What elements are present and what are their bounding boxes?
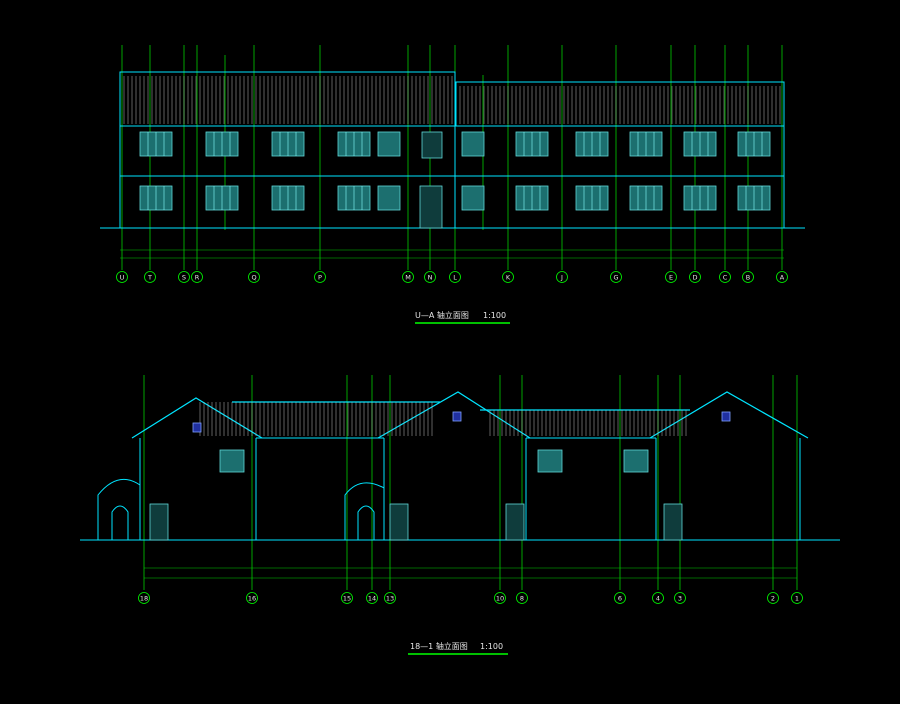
elev1-axis-label-L: L <box>453 274 457 282</box>
elev2-windows <box>219 449 649 473</box>
elev1-bubble-E <box>665 271 677 283</box>
elev1-dimension-line <box>120 249 784 259</box>
elev2-bubble-8 <box>516 592 528 604</box>
elev1-axis-label-D: D <box>692 274 697 282</box>
elev2-axis-label-2: 2 <box>771 595 775 603</box>
elev1-bubble-U <box>116 271 128 283</box>
elev1-axis-label-K: K <box>506 274 511 282</box>
elev2-bubble-15 <box>341 592 353 604</box>
elev1-axis-label-R: R <box>195 274 200 282</box>
elev1-bubble-K <box>502 271 514 283</box>
elev2-axis-label-16: 16 <box>248 595 256 603</box>
elev1-bubble-R <box>191 271 203 283</box>
elev1-bubble-B <box>742 271 754 283</box>
elev2-bubble-16 <box>246 592 258 604</box>
elev1-bubble-A <box>776 271 788 283</box>
elev2-axis-label-18: 18 <box>140 595 148 603</box>
elev1-roof <box>119 71 785 127</box>
elev2-doors <box>149 503 683 541</box>
elev2-axis-label-10: 10 <box>496 595 504 603</box>
elevation-1: U T S R Q P M N L K J G E D C B A U—A 轴立面图 1:100 <box>100 45 805 324</box>
elev2-bubble-1 <box>791 592 803 604</box>
elev2-axis-label-15: 15 <box>343 595 351 603</box>
elev2-bubble-10 <box>494 592 506 604</box>
elev2-dimension-line <box>144 567 797 579</box>
elev2-roof-outline <box>131 391 809 439</box>
elev2-axis-label-13: 13 <box>386 595 394 603</box>
elev1-bubble-G <box>610 271 622 283</box>
elev1-bubble-M <box>402 271 414 283</box>
elev1-axis-label-C: C <box>723 274 728 282</box>
elev2-gable-vents <box>192 411 731 433</box>
elev1-title: U—A 轴立面图 <box>415 310 469 320</box>
elev2-bubble-6 <box>614 592 626 604</box>
elev2-roof-tiles <box>199 402 687 436</box>
elev2-title: 18—1 轴立面图 <box>410 641 468 651</box>
elevation-2: 18 16 15 14 13 10 8 6 4 3 2 1 18—1 轴立面图 1:100 <box>80 375 840 655</box>
elev1-bubble-D <box>689 271 701 283</box>
elev2-bubble-13 <box>384 592 396 604</box>
elev2-bubble-3 <box>674 592 686 604</box>
elev2-axis-label-14: 14 <box>368 595 376 603</box>
elev1-axis-label-E: E <box>669 274 673 282</box>
elev1-axis-label-Q: Q <box>251 274 256 282</box>
elev1-bubble-L <box>449 271 461 283</box>
elev1-bubble-Q <box>248 271 260 283</box>
elev1-axis-label-G: G <box>613 274 618 282</box>
elev2-grid-lines <box>143 375 798 590</box>
elev1-bubble-N <box>424 271 436 283</box>
elev1-axis-label-J: J <box>560 274 563 282</box>
elev2-walls <box>80 437 840 541</box>
elev1-walls <box>100 125 805 229</box>
elev1-window-mullions <box>147 132 763 210</box>
elev1-axis-label-N: N <box>428 274 433 282</box>
elev2-axis-label-4: 4 <box>656 595 660 603</box>
elev1-axis-label-B: B <box>746 274 750 282</box>
elev1-axis-label-S: S <box>182 274 186 282</box>
elev2-axis-label-6: 6 <box>618 595 622 603</box>
elev1-axis-label-T: T <box>147 274 152 282</box>
elev1-axis-label-P: P <box>318 274 322 282</box>
elev2-bubble-18 <box>138 592 150 604</box>
elev2-bubble-2 <box>767 592 779 604</box>
elev1-doors <box>419 131 443 229</box>
elev1-axis-label-U: U <box>120 274 125 282</box>
elev2-axis-label-1: 1 <box>795 595 799 603</box>
elev1-bubble-S <box>178 271 190 283</box>
elev1-scale: 1:100 <box>483 311 506 320</box>
elev2-bubble-4 <box>652 592 664 604</box>
elev1-bubble-T <box>144 271 156 283</box>
elev2-axis-bubbles: 18 16 15 14 13 10 8 6 4 3 2 1 <box>138 592 803 604</box>
elev1-bubble-C <box>719 271 731 283</box>
elev2-scale: 1:100 <box>480 642 503 651</box>
elev2-axis-label-3: 3 <box>678 595 682 603</box>
elev2-axis-label-8: 8 <box>520 595 524 603</box>
elev1-axis-label-M: M <box>405 274 411 282</box>
elev1-axis-label-A: A <box>780 274 785 282</box>
elev2-bubble-14 <box>366 592 378 604</box>
elev1-bubble-J <box>556 271 568 283</box>
elev1-bubble-P <box>314 271 326 283</box>
